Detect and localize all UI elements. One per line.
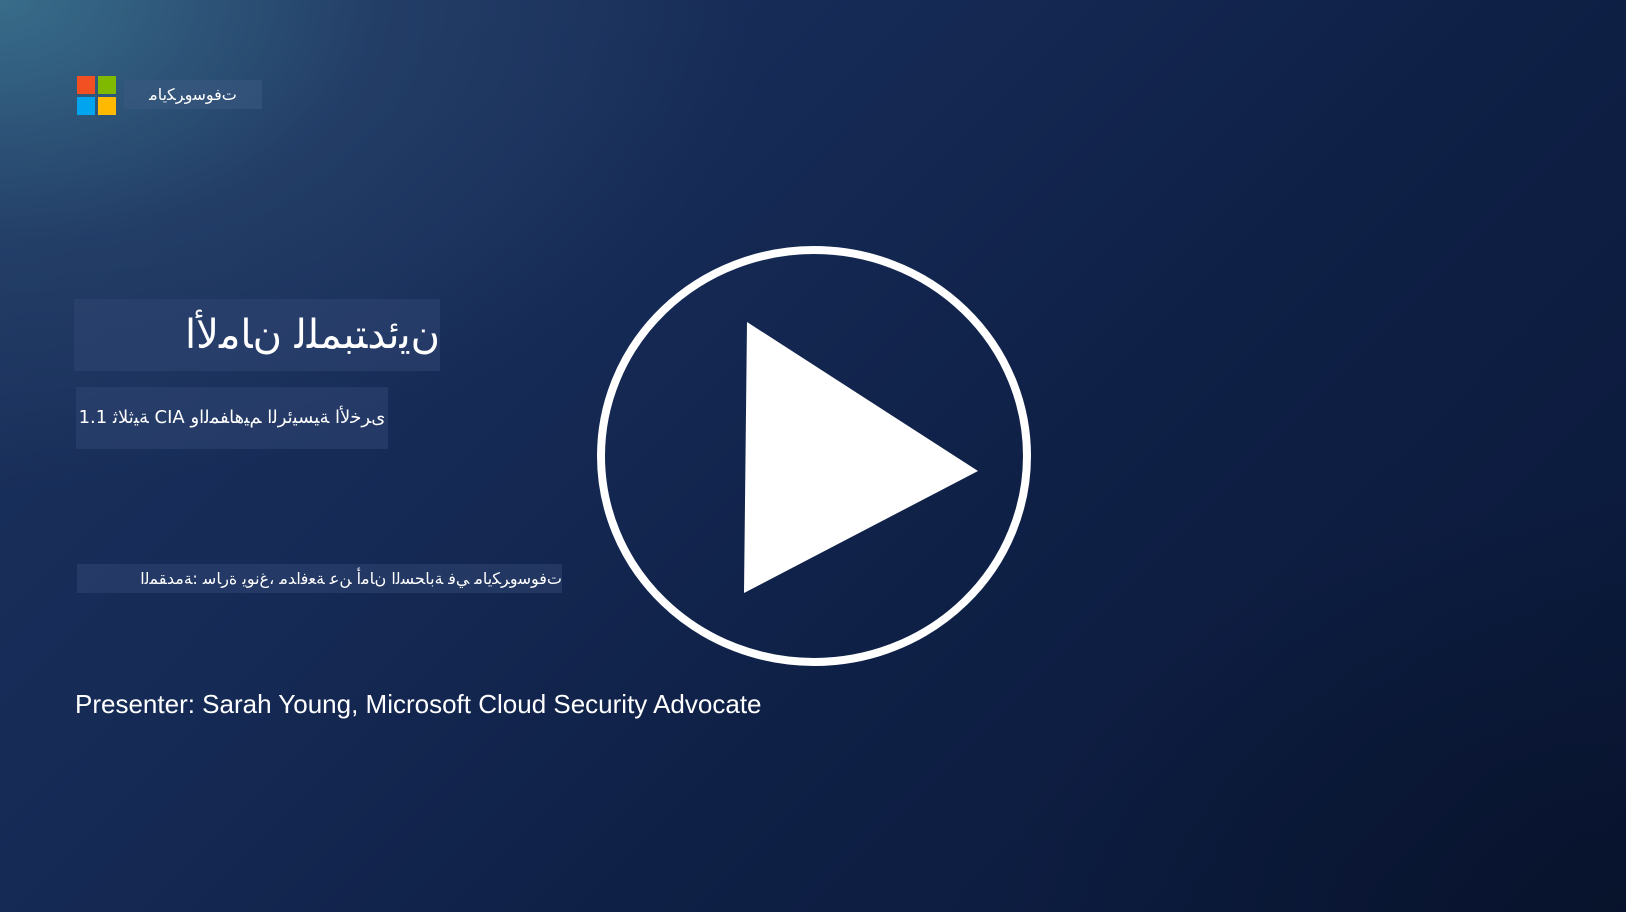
microsoft-logo-icon bbox=[77, 76, 116, 115]
video-title: ﻥﻳﺋﺪﺘﺒﻤﻠﻟ ﻥﺎﻣﻷﺍ bbox=[74, 299, 440, 371]
video-subtitle: ﻯﺮﺧﻷﺍ ﺔﻴﺴﻴﺋﺮﻟﺍ ﻢﻴﻫﺎﻔﻤﻟﺍﻭ CIA ﺔﻴﺛﻼﺛ 1.1 bbox=[76, 387, 388, 449]
logo-square-yellow bbox=[98, 97, 116, 115]
microsoft-wordmark: ﺕﻓﻮﺳﻭﺮﻜﻳﺎﻣ bbox=[124, 80, 262, 109]
logo-square-green bbox=[98, 76, 116, 94]
play-icon bbox=[597, 246, 1031, 666]
logo-square-red bbox=[77, 76, 95, 94]
presenter-credit: Presenter: Sarah Young, Microsoft Cloud … bbox=[75, 689, 762, 719]
presenter-intro-arabic: ﺕﻓﻮﺳﻭﺮﻜﻳﺎﻣ ﻲﻓ ﺔﺑﺎﺤﺴﻟﺍ ﻥﺎﻣﺃ ﻦﻋ ﺔﻌﻓﺍﺪﻣ ،ﻍﻧ… bbox=[77, 564, 562, 593]
logo-square-blue bbox=[77, 97, 95, 115]
play-button[interactable] bbox=[596, 245, 1032, 667]
